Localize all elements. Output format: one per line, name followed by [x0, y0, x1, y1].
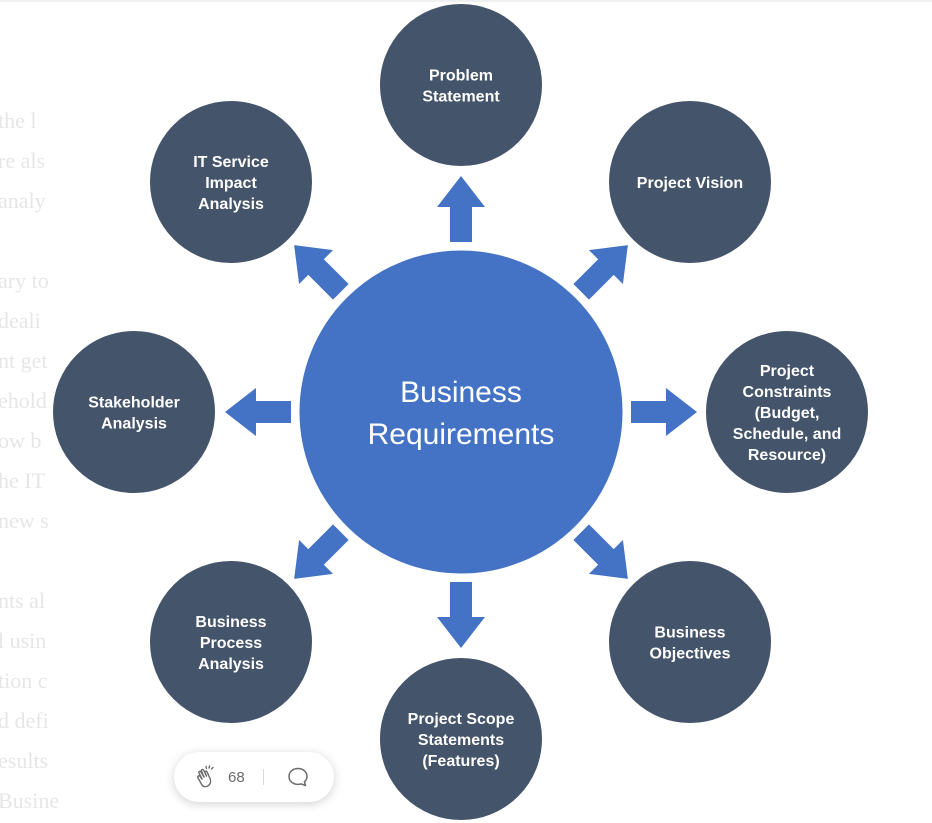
center-circle	[296, 247, 626, 577]
node-label-line: Impact	[205, 175, 257, 192]
node-label-line: Project Scope	[408, 711, 515, 728]
node-circle	[378, 656, 544, 822]
node-project-vision: Project Vision	[607, 99, 773, 265]
background-text-line: ehold	[0, 388, 47, 413]
comment-icon	[287, 767, 308, 787]
node-label-line: IT Service	[193, 154, 269, 171]
node-label-line: Schedule, and	[733, 426, 841, 443]
node-label-line: Objectives	[650, 646, 731, 663]
node-label-line: Constraints	[743, 384, 832, 401]
node-label-line: Analysis	[198, 196, 264, 213]
node-label-line: Statements	[418, 732, 504, 749]
background-text-line: re als	[0, 148, 46, 173]
background-text-line: tion c	[0, 668, 48, 693]
node-label-line: Stakeholder	[88, 395, 180, 412]
arrow-project-constraints	[631, 388, 697, 436]
background-text-line: Busine	[0, 788, 60, 813]
arrows-layer	[225, 176, 697, 648]
node-circle	[51, 329, 217, 495]
node-label-line: Analysis	[101, 416, 167, 433]
background-text-line: l usin	[0, 628, 47, 653]
node-label: Project Vision	[637, 175, 743, 192]
background-article-text: the l re als analy ary to deali nt get ehold ow…	[0, 80, 60, 820]
background-text-line: new s	[0, 508, 49, 533]
node-label-line: Business	[654, 625, 725, 642]
node-circle	[148, 559, 314, 725]
background-text-line: d defi	[0, 708, 49, 733]
node-label-line: Statement	[422, 89, 500, 106]
arrow-problem-statement	[437, 176, 485, 242]
node-label-line: Analysis	[198, 656, 264, 673]
clap-count: 68	[228, 768, 245, 786]
center-label-line: Business	[400, 376, 522, 409]
background-text-line: analy	[0, 188, 46, 213]
arrow-business-objectives	[573, 524, 628, 579]
center-label-line: Requirements	[368, 418, 555, 451]
background-text-line: ary to	[0, 268, 49, 293]
node-circle	[378, 2, 544, 168]
arrow-it-service-impact-analysis	[294, 245, 349, 300]
clap-bar-divider	[262, 769, 264, 785]
node-circle	[607, 99, 773, 265]
node-label-line: Project	[760, 363, 815, 380]
background-text-line: nt get	[0, 348, 48, 373]
node-circle	[607, 559, 773, 725]
comment-button[interactable]	[286, 765, 310, 789]
node-label-line: Process	[200, 635, 262, 652]
clap-button[interactable]: 68	[194, 764, 245, 790]
background-text-line: esults	[0, 748, 49, 773]
arrow-stakeholder-analysis	[225, 388, 291, 436]
node-label-line: Problem	[429, 68, 493, 85]
node-label-line: Resource)	[748, 447, 826, 464]
background-text-line: deali	[0, 308, 41, 333]
node-circle	[148, 99, 314, 265]
background-text-line: he IT	[0, 468, 46, 493]
clap-bar: 68	[174, 752, 334, 802]
arrow-project-scope-statements	[437, 582, 485, 648]
clap-icon	[197, 765, 214, 788]
background-text-line: nts al	[0, 588, 46, 613]
node-label-line: Business	[195, 614, 266, 631]
background-text-line: the l	[0, 108, 37, 133]
node-label-line: (Features)	[422, 753, 499, 770]
arrow-project-vision	[573, 245, 628, 300]
node-circle	[704, 329, 870, 495]
background-text-line: ow b	[0, 428, 42, 453]
node-label-line: Project Vision	[637, 175, 743, 192]
arrow-business-process-analysis	[294, 524, 349, 579]
node-label-line: (Budget,	[755, 405, 820, 422]
